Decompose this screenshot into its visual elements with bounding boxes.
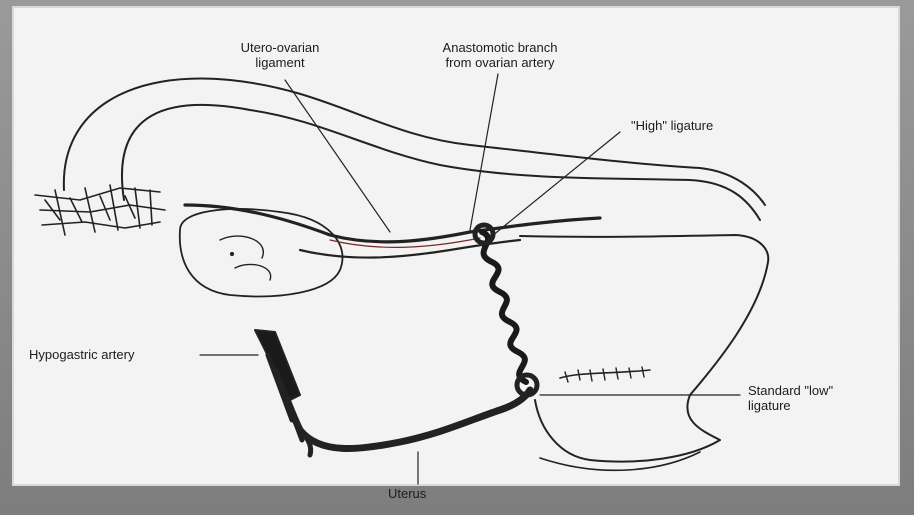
label-hypogastric-artery: Hypogastric artery: [29, 347, 134, 362]
artery-shape: [255, 330, 300, 400]
label-utero-ovarian-ligament: Utero-ovarian ligament: [218, 40, 342, 70]
fimbria-shape: [35, 185, 165, 235]
uterus-outline: [520, 235, 768, 462]
label-anastomotic-branch: Anastomotic branch from ovarian artery: [410, 40, 590, 70]
fallopian-tube-upper: [64, 78, 765, 205]
leader-anastomotic: [470, 74, 498, 230]
uterine-artery: [268, 350, 530, 449]
label-uterus: Uterus: [388, 486, 426, 501]
ligature-stitches: [482, 232, 526, 382]
leader-utero-ovarian: [285, 80, 390, 232]
label-high-ligature: "High" ligature: [631, 118, 713, 133]
label-standard-low-ligature: Standard "low" ligature: [748, 383, 833, 413]
